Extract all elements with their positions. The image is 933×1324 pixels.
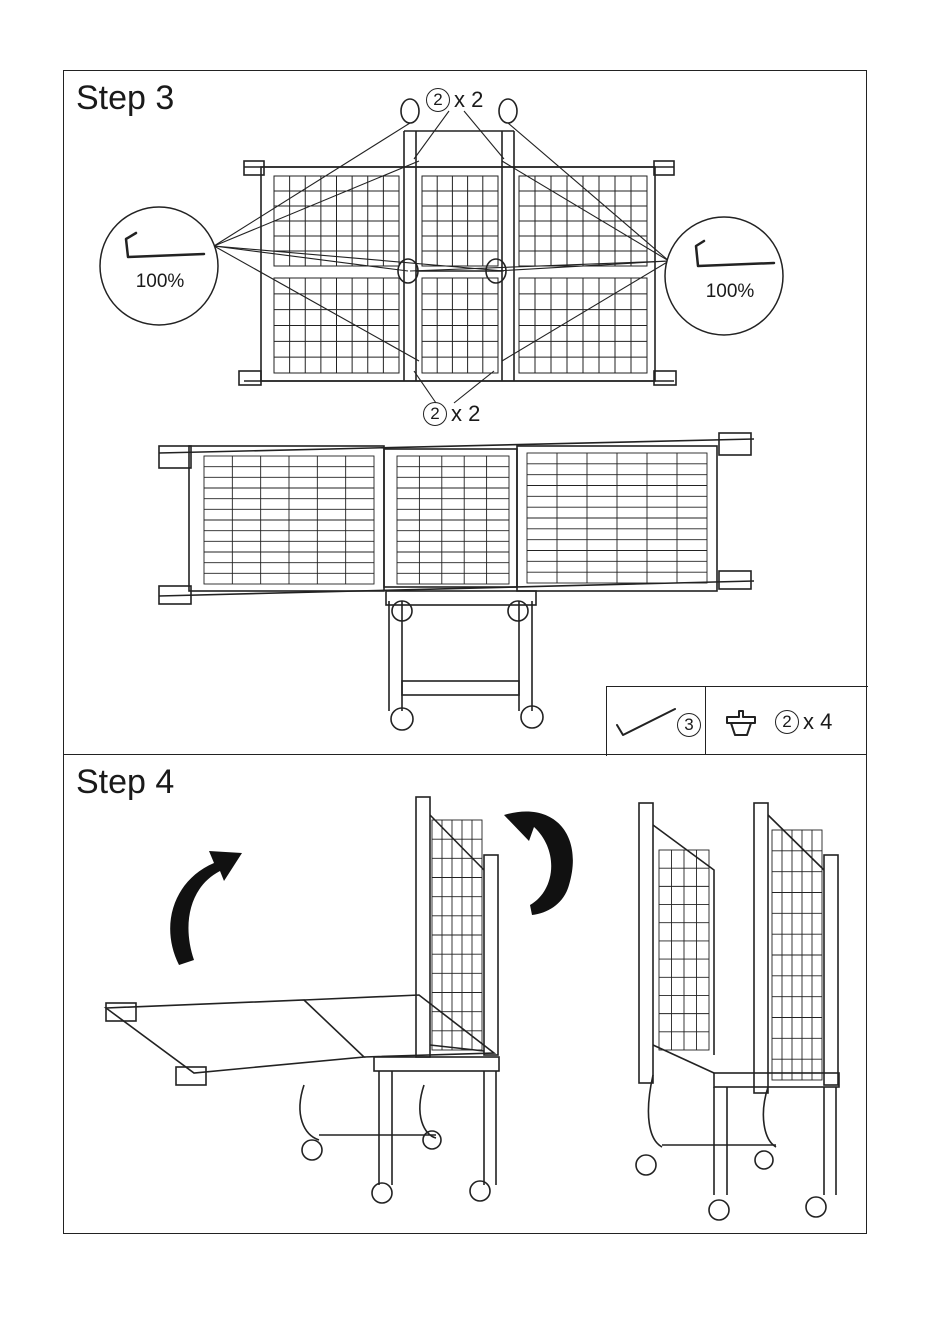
part-quantity: x 2 (451, 401, 480, 426)
top-view-frame (261, 167, 655, 381)
part-quantity: x 2 (454, 87, 483, 112)
part-number-badge: 2 (426, 88, 450, 112)
part-quantity: x 4 (803, 709, 832, 734)
tool-right-percent: 100% (690, 281, 770, 303)
tool-left-percent: 100% (120, 271, 200, 293)
step-4-grid-panels (432, 820, 822, 1080)
caster-top-right (499, 99, 517, 123)
tool-circle-right (665, 217, 783, 335)
left-flat-shelf (106, 1000, 364, 1073)
step-4-illustration (64, 755, 868, 1235)
part-number-badge: 3 (677, 713, 701, 737)
step-4-panel: Step 4 (63, 754, 867, 1234)
top-view-grid-panels (274, 176, 647, 373)
allen-key-icon (617, 709, 675, 735)
tool-circle-left (100, 207, 218, 325)
part-number-badge: 2 (423, 402, 447, 426)
bolt-icon (727, 711, 755, 723)
front-view-grid-panels (204, 453, 707, 584)
part-number-badge: 2 (775, 710, 799, 734)
rotate-down-arrow-icon (504, 811, 573, 915)
allen-key-part: 3 (677, 713, 705, 737)
step-3-panel: Step 3 (63, 70, 867, 755)
caster-top-left (401, 99, 419, 123)
rotate-up-arrow-icon (170, 851, 242, 965)
